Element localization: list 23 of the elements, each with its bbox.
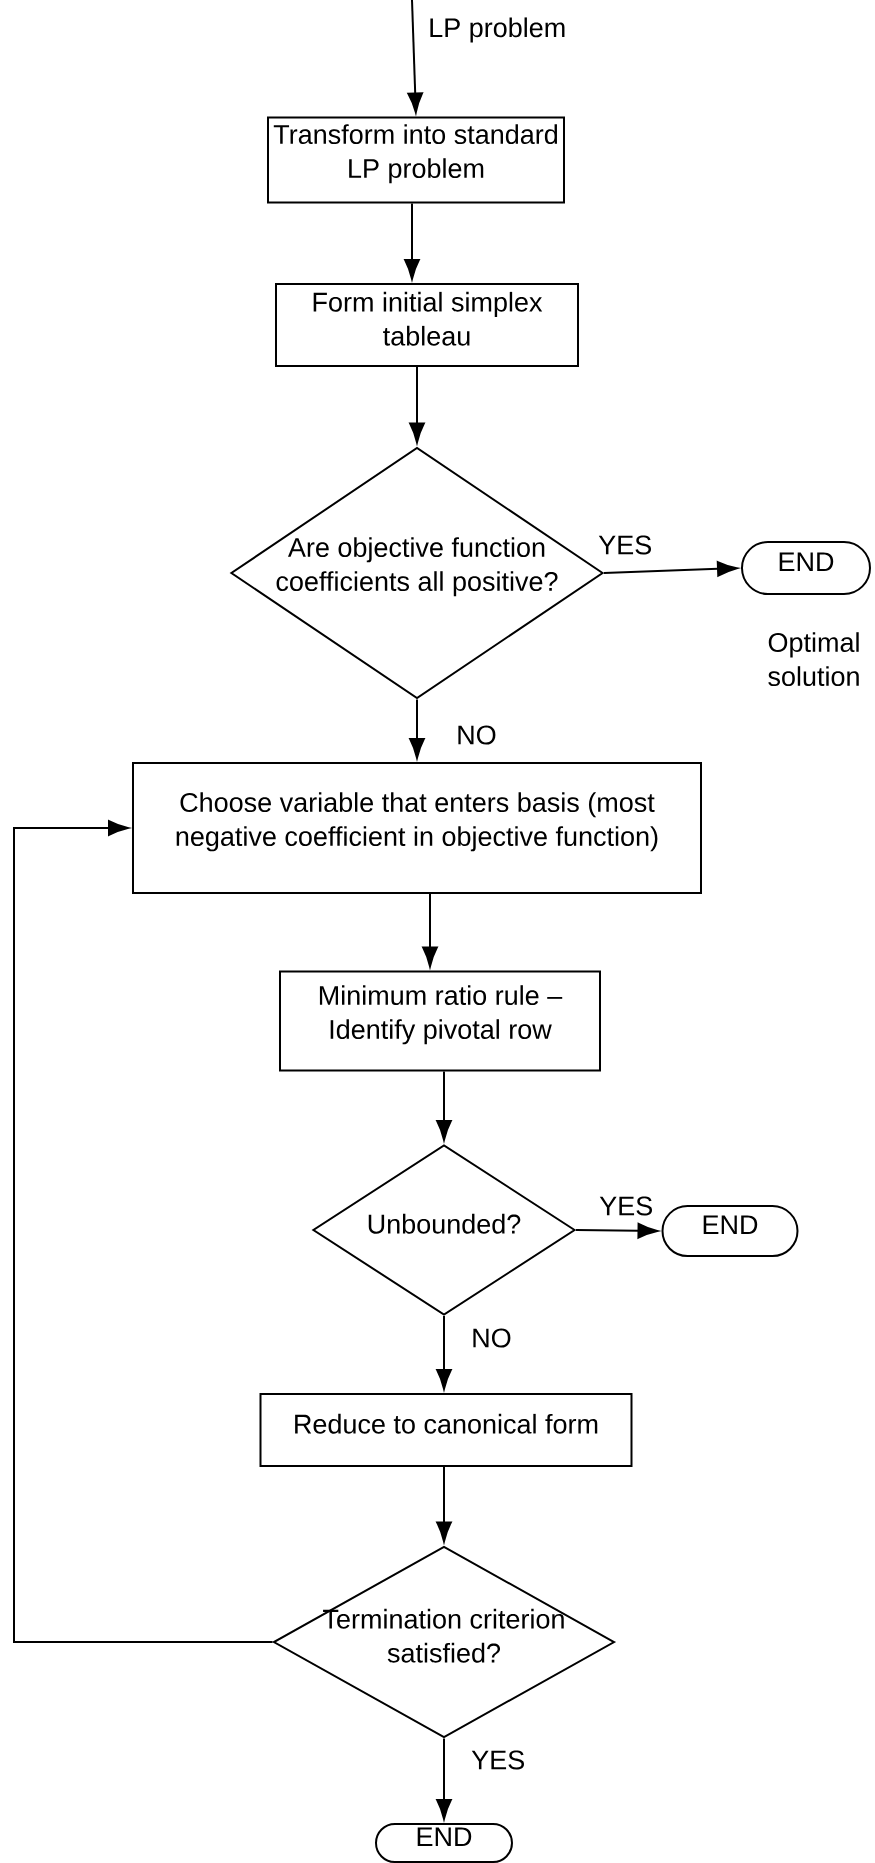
node-caption: Optimal solution [768,632,859,687]
process-box: Choose variable that enters basis (most negative coefficient in objective function) [132,762,702,894]
process-box: Form initial simplex tableau [275,283,579,367]
arrow [436,1466,452,1543]
arrow [436,1737,452,1820]
arrow [436,1070,452,1141]
edge-label: YES [599,1196,652,1216]
arrow [436,1315,452,1390]
edge-label: NO [458,725,496,745]
process-box: Transform into standard LP problem [267,116,565,204]
arrow [575,1222,659,1239]
arrow [409,698,425,759]
process-box: Reduce to canonical form [259,1393,633,1467]
arrow [603,561,738,577]
arrow [407,0,423,114]
edge-label: NO [473,1328,511,1348]
arrow [422,893,438,968]
edge-label: YES [471,1750,524,1770]
arrow [409,366,425,444]
process-box: Minimum ratio rule – Identify pivotal row [279,970,601,1072]
arrow [13,820,274,1643]
edge-label: LP problem [430,17,565,43]
arrow [404,202,420,280]
